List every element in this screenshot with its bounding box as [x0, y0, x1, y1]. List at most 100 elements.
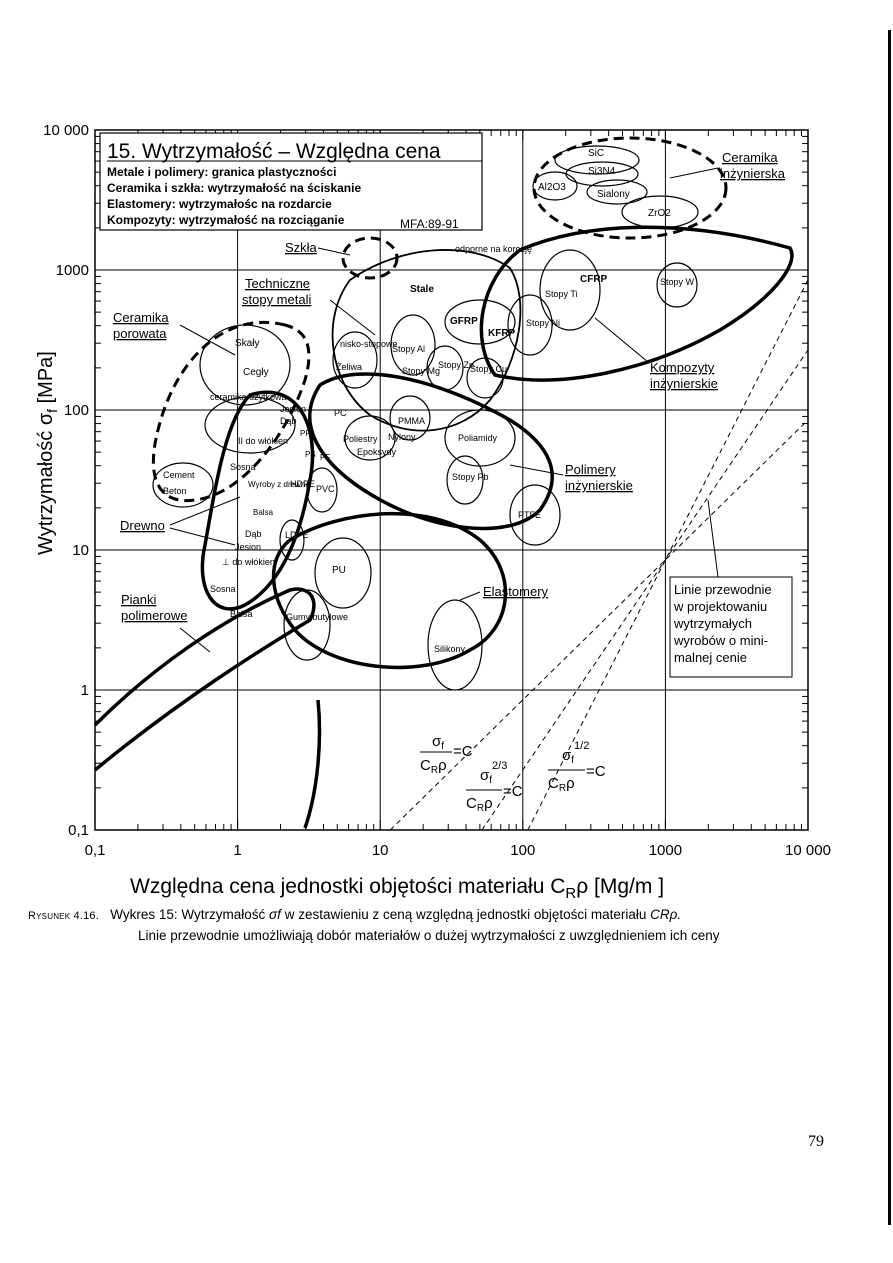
family-polymers-2: inżynierskie — [565, 478, 633, 493]
label-cast-irons: Żeliwa — [336, 362, 362, 372]
family-alloys-1: Techniczne — [245, 276, 310, 291]
formula-1-eq: =C — [453, 743, 473, 760]
family-foams-1: Pianki — [121, 592, 157, 607]
bubble-butyl-rubber — [283, 589, 331, 661]
label-hdpe: HDPE — [290, 479, 315, 489]
y-tick-label: 1000 — [56, 262, 89, 279]
formula-2-den: CRρ — [466, 795, 493, 814]
label-zn-alloys: Stopy Zn — [438, 360, 474, 370]
material-labels: SiC Si3N4 Al2O3 Sialony ZrO2 odporne na … — [163, 148, 695, 654]
bubble-ptfe — [509, 484, 561, 546]
label-cu-alloys: Stopy Cu — [470, 364, 507, 374]
guide-formulas: σf CRρ =C σf2/3 CRρ =C σf1/2 CRρ =C — [420, 733, 606, 814]
label-oak-perp: Dąb — [245, 529, 262, 539]
label-pine: Sosna — [230, 462, 256, 472]
label-silicones: Silikony — [434, 644, 466, 654]
family-glasses: Szkła — [285, 240, 318, 255]
label-ash: Jesion — [280, 404, 306, 414]
caption-symbol: σf — [269, 907, 281, 922]
foam-boundary-right — [303, 699, 322, 829]
caption-figure-id: Rysunek 4.16. — [28, 910, 99, 922]
bubble-ldpe — [279, 519, 305, 561]
bubble-sic — [554, 145, 640, 175]
bubble-pb-alloys — [446, 455, 484, 505]
label-cement: Cement — [163, 470, 195, 480]
legend-line-3: Elastomery: wytrzymałośc na rozdarcie — [107, 197, 332, 211]
legend-line-2: Ceramika i szkła: wytrzymałość na ściska… — [107, 181, 361, 195]
x-axis-title: Względna cena jednostki objętości materi… — [130, 875, 664, 900]
label-al2o3: Al2O3 — [538, 182, 566, 193]
y-tick-label: 100 — [64, 402, 89, 419]
label-bricks: Cegły — [243, 367, 269, 378]
y-tick-label: 0,1 — [68, 822, 89, 839]
bubble-al2o3 — [532, 171, 578, 201]
x-tick-label: 1 — [233, 842, 241, 859]
label-pp: PP — [300, 429, 311, 438]
bubble-zn-alloys — [426, 345, 464, 391]
page-number: 79 — [808, 1133, 824, 1150]
family-porous-1: Ceramika — [113, 310, 169, 325]
caption-line-1: Rysunek 4.16. Wykres 15: Wytrzymałość σf… — [28, 905, 858, 926]
material-bubbles — [152, 145, 699, 691]
y-tick-label: 10 — [72, 542, 89, 559]
label-ptfe: PTFE — [518, 510, 541, 520]
y-tick-label: 10 000 — [43, 122, 89, 139]
x-tick-label: 100 — [510, 842, 535, 859]
family-composites-1: Kompozyty — [650, 360, 715, 375]
family-woods: Drewno — [120, 518, 165, 533]
title-box — [99, 132, 483, 231]
bubble-cement — [152, 462, 214, 508]
caption-symbol-2: CRρ. — [650, 907, 682, 922]
label-low-alloy: nisko-stopowe — [340, 339, 398, 349]
region-polymer-foams — [93, 587, 316, 772]
bubble-cfrp — [539, 249, 601, 331]
bubble-ni-alloys — [507, 294, 553, 356]
x-tick-label: 10 000 — [785, 842, 831, 859]
region-engineering-ceramics — [532, 136, 728, 240]
bubble-gfrp — [444, 299, 516, 345]
family-ceramics-1: Ceramika — [722, 150, 778, 165]
leader-alloys — [329, 299, 376, 336]
label-concrete: Beton — [163, 486, 187, 496]
label-epoxies: Epoksydy — [357, 447, 397, 457]
label-polyesters: Poliestry — [343, 434, 378, 444]
guide-note-3: wytrzymałych — [673, 616, 752, 631]
guide-line — [481, 349, 809, 831]
label-zro2: ZrO2 — [648, 208, 671, 219]
bubble-rocks — [199, 324, 291, 406]
leader-guides — [707, 499, 719, 578]
bubble-silicones — [427, 599, 483, 691]
guide-lines — [389, 279, 809, 831]
bubble-pu — [314, 537, 372, 609]
bubble-sialons — [586, 179, 648, 205]
leader-woods-2 — [169, 527, 236, 546]
formula-1-num: σf — [432, 733, 444, 752]
label-pine-perp: Sosna — [210, 584, 236, 594]
guide-note-2: w projektowaniu — [673, 599, 767, 614]
bubble-polyesters — [344, 415, 396, 461]
label-oak: Dąb — [280, 416, 297, 426]
region-woods — [200, 390, 315, 611]
label-balsa-2: Balsa — [230, 609, 253, 619]
family-ceramics-2: inżynierska — [720, 166, 786, 181]
source-tag: MFA:89-91 — [400, 217, 459, 231]
bubble-pottery — [204, 396, 296, 454]
label-ps: PS — [305, 450, 316, 459]
label-gfrp: GFRP — [450, 316, 478, 327]
family-foams-2: polimerowe — [121, 608, 187, 623]
guide-note-box — [669, 576, 793, 678]
guide-line — [389, 419, 809, 831]
label-ti-alloys: Stopy Ti — [545, 289, 578, 299]
bubble-al-alloys — [390, 314, 436, 376]
y-axis-title: Wytrzymałość σf [MPa] — [35, 351, 60, 555]
leader-ceramics — [669, 167, 719, 179]
label-si3n4: Si3N4 — [588, 166, 616, 177]
y-tick-label: 1 — [81, 682, 89, 699]
label-sic: SiC — [588, 148, 604, 159]
label-pc: PC — [334, 408, 347, 418]
leader-porous — [179, 324, 236, 356]
region-glasses — [341, 236, 399, 280]
bubble-zro2 — [621, 195, 699, 229]
leader-foams — [179, 627, 211, 653]
